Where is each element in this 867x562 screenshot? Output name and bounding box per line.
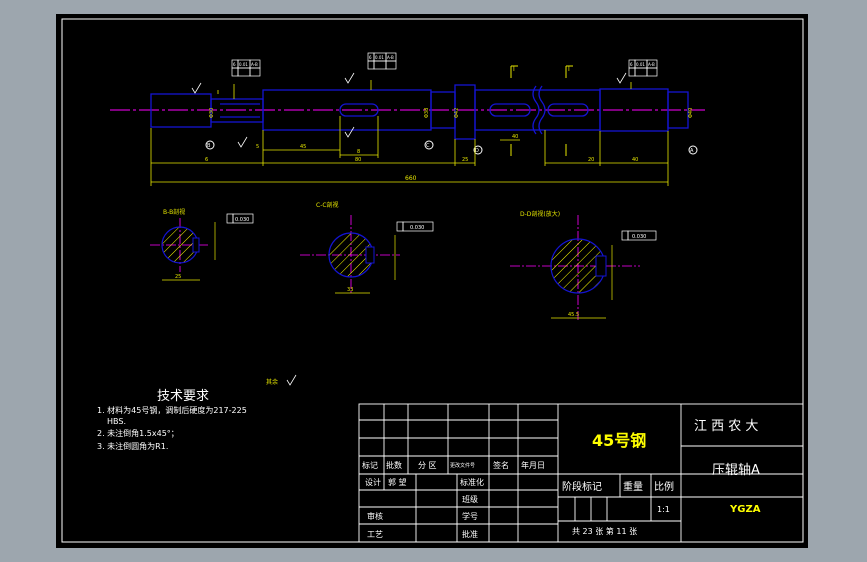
datum-b: B xyxy=(207,143,211,149)
material-label: 45号钢 xyxy=(592,431,646,450)
tolerance-frame-3: 6 0.01 A-B xyxy=(628,59,658,77)
shaft-seg-right-end xyxy=(667,91,689,129)
notes-line-2: HBS. xyxy=(107,417,126,426)
svg-text:A-B: A-B xyxy=(648,62,655,67)
section-view-c: C-C剖视 0.030 33 xyxy=(300,201,434,295)
rev-label-6: 年月日 xyxy=(521,460,545,470)
diameter-label-1: Φ30 xyxy=(209,108,215,118)
section-c-title: C-C剖视 xyxy=(316,201,339,209)
title-block xyxy=(358,403,804,543)
section-d-title: D-D剖视(放大) xyxy=(520,210,560,218)
svg-text:0.01: 0.01 xyxy=(239,62,248,67)
dim-5: 80 xyxy=(355,157,361,163)
roughness-symbols xyxy=(191,72,627,148)
tolerance-frame-1: 6 0.01 A-B xyxy=(231,59,261,77)
sheet-info: 共 23 张 第 11 张 xyxy=(572,526,637,536)
svg-text:0.01: 0.01 xyxy=(375,55,384,60)
dim-6: 25 xyxy=(462,157,468,163)
dim-8: 20 xyxy=(588,157,594,163)
scale-label: 比例 xyxy=(654,480,674,493)
svg-text:A-B: A-B xyxy=(387,55,394,60)
student-no-label: 学号 xyxy=(462,511,478,521)
scale-value: 1:1 xyxy=(657,505,670,514)
class-label: 班级 xyxy=(462,494,478,504)
svg-text:A-B: A-B xyxy=(251,62,258,67)
drawing-code: YGZA xyxy=(729,504,761,515)
std-label: 标准化 xyxy=(460,477,484,487)
shaft-main-view: I I Φ30 Φ38 Φ42 Φ40 B C D A xyxy=(110,52,705,186)
svg-text:6: 6 xyxy=(233,62,236,67)
stage-mark-label: 阶段标记 xyxy=(562,480,602,493)
datum-c: C xyxy=(426,143,430,149)
designer-name: 郭 望 xyxy=(388,477,407,487)
dim-3: 8 xyxy=(357,149,360,155)
datum-d: D xyxy=(475,148,479,154)
part-name: 压辊轴A xyxy=(712,463,760,478)
rev-label-5: 签名 xyxy=(493,460,509,470)
rev-label-2: 批数 xyxy=(386,460,402,470)
svg-text:0.01: 0.01 xyxy=(636,62,645,67)
notes-title: 技术要求 xyxy=(157,389,209,404)
tolerance-frame-2: 6 0.01 A-B xyxy=(367,52,397,70)
design-label: 设计 xyxy=(365,477,381,487)
svg-text:6: 6 xyxy=(630,62,633,67)
weight-label: 重量 xyxy=(623,480,643,493)
datum-a: A xyxy=(690,148,694,154)
diameter-label-2: Φ38 xyxy=(424,108,430,118)
notes-line-4: 3. 未注倒圆角为R1. xyxy=(97,441,168,451)
keyway-1 xyxy=(339,103,379,117)
break-line-a xyxy=(532,85,540,135)
rough-remainder-symbol xyxy=(286,374,297,386)
title-block-text: 45号钢 江 西 农 大 压辊轴A YGZA 标记 批数 分 区 更改文件号 签… xyxy=(362,419,761,539)
rough-remainder: 其余 xyxy=(266,378,278,386)
diameter-label-4: Φ40 xyxy=(688,108,694,118)
section-d-dim: 45.5 xyxy=(568,312,579,318)
dim-9: 40 xyxy=(632,157,638,163)
notes-line-1: 1. 材料为45号钢，调制后硬度为217-225 xyxy=(97,405,247,415)
diameter-label-3: Φ42 xyxy=(454,108,460,118)
section-view-b: B-B剖视 0.030 25 xyxy=(150,208,254,281)
cut-mark-right: I xyxy=(568,66,570,73)
process-label: 工艺 xyxy=(367,530,383,539)
dim-2: 5 xyxy=(256,144,259,150)
section-view-d: D-D剖视(放大) 0.030 45.5 xyxy=(510,210,657,320)
dim-7: 40 xyxy=(512,134,518,140)
keyway-3 xyxy=(547,103,589,117)
section-b-tol: 0.030 xyxy=(235,217,249,223)
overall-length: 660 xyxy=(405,175,417,182)
rev-label-4: 更改文件号 xyxy=(450,462,475,469)
school-name: 江 西 农 大 xyxy=(694,419,758,434)
approve-label: 批准 xyxy=(462,529,478,539)
section-c-tol: 0.030 xyxy=(410,225,424,231)
dim-1: 6 xyxy=(205,157,208,163)
section-b-title: B-B剖视 xyxy=(163,208,185,216)
review-label: 审核 xyxy=(367,511,383,521)
keyway-2 xyxy=(489,103,531,117)
section-c-dim: 33 xyxy=(347,287,353,293)
section-b-dim: 25 xyxy=(175,274,181,280)
dim-4: 45 xyxy=(300,144,306,150)
break-line-b xyxy=(538,85,546,135)
rev-label-3: 分 区 xyxy=(418,461,437,470)
cut-mark-left: I xyxy=(513,66,515,73)
notes-line-3: 2. 未注倒角1.5x45°； xyxy=(97,428,179,438)
technical-notes: 技术要求 1. 材料为45号钢，调制后硬度为217-225 HBS. 2. 未注… xyxy=(97,374,297,451)
section-d-tol: 0.030 xyxy=(632,234,646,240)
svg-text:6: 6 xyxy=(369,55,372,60)
rev-label-1: 标记 xyxy=(362,460,378,470)
paper-area xyxy=(56,14,808,548)
